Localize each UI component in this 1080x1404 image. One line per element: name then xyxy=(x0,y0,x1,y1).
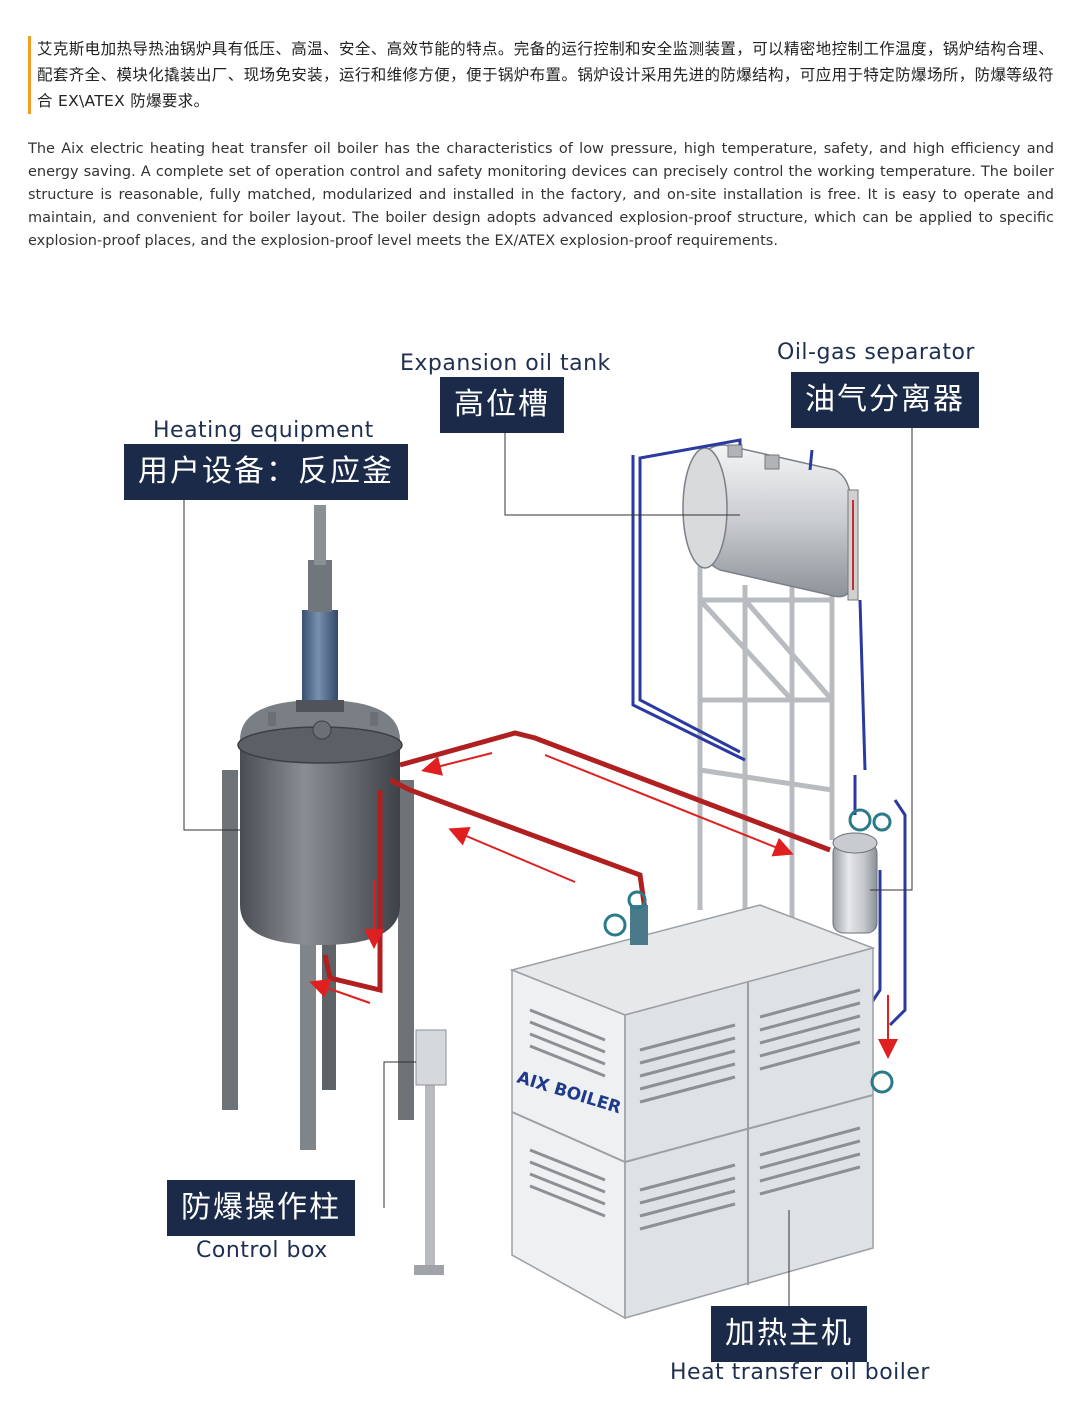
boiler-main-unit xyxy=(509,904,876,1320)
tank-support-frame xyxy=(697,555,835,930)
leader-lines xyxy=(183,425,913,1306)
intro-chinese-text: 艾克斯电加热导热油锅炉具有低压、高温、安全、高效节能的特点。完备的运行控制和安全… xyxy=(28,36,1054,114)
flow-arrows xyxy=(309,752,898,1059)
oil-gas-separator-label-zh: 油气分离器 xyxy=(791,372,979,428)
expansion-tank-label-en: Expansion oil tank xyxy=(400,351,611,376)
cold-oil-pipes xyxy=(631,438,907,1050)
return-valve xyxy=(870,1070,894,1094)
heating-equipment-label-en: Heating equipment xyxy=(153,418,374,443)
boiler-label-zh: 加热主机 xyxy=(711,1306,867,1362)
heating-equipment-label-zh: 用户设备：反应釜 xyxy=(124,444,408,500)
intro-english-text: The Aix electric heating heat transfer o… xyxy=(28,141,1054,249)
intro-section: 艾克斯电加热导热油锅炉具有低压、高温、安全、高效节能的特点。完备的运行控制和安全… xyxy=(28,36,1054,253)
reactor-vessel xyxy=(222,505,414,1150)
control-box-column xyxy=(414,1029,447,1275)
oil-gas-separator-label-en: Oil-gas separator xyxy=(777,340,975,365)
expansion-tank-label-zh: 高位槽 xyxy=(440,377,564,433)
boiler-label-en: Heat transfer oil boiler xyxy=(670,1360,930,1385)
control-box-label-en: Control box xyxy=(196,1238,328,1263)
expansion-oil-tank xyxy=(682,444,859,601)
boiler-inlet-valve xyxy=(603,890,648,945)
oil-gas-separator xyxy=(832,808,892,934)
control-box-label-zh: 防爆操作柱 xyxy=(167,1180,355,1236)
